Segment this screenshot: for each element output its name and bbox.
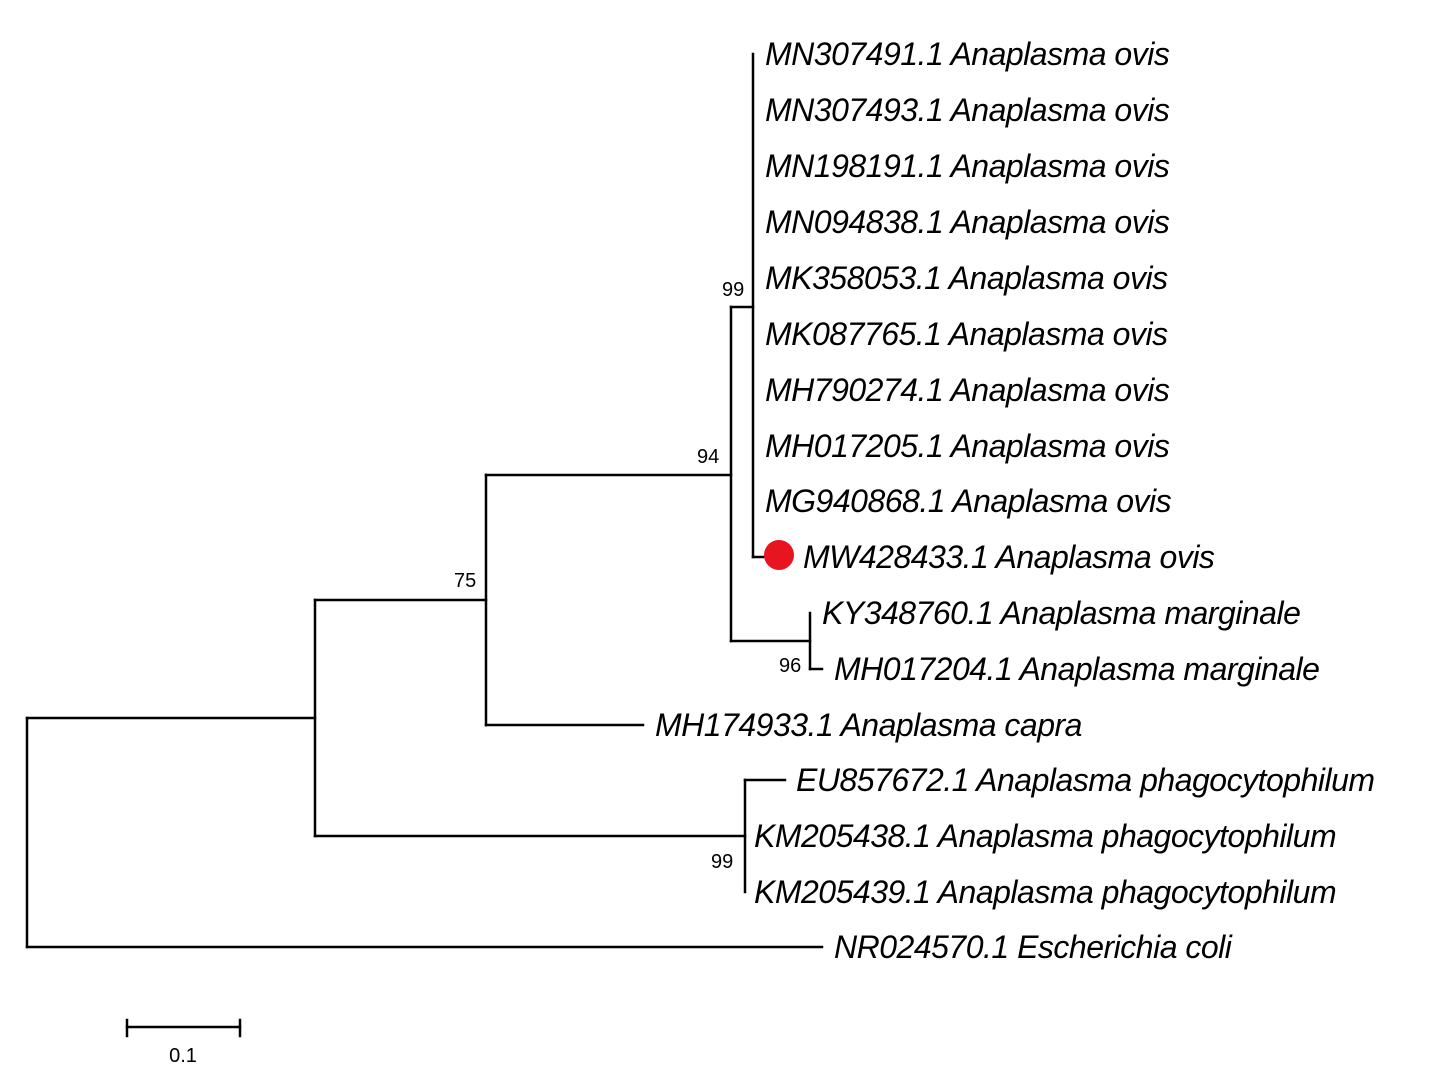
bootstrap-ovis-clade: 99 [722, 279, 744, 301]
bootstrap-ovis-marginale-clade: 94 [697, 446, 719, 468]
leaf-label-mn307493: MN307493.1 Anaplasma ovis [765, 92, 1170, 128]
leaf-label-ky348760: KY348760.1 Anaplasma marginale [822, 595, 1300, 631]
tree-branches [25, 52, 824, 949]
highlight-marker-icon [764, 540, 794, 570]
leaf-label-mh790274: MH790274.1 Anaplasma ovis [765, 372, 1170, 408]
leaf-label-mn307491: MN307491.1 Anaplasma ovis [765, 36, 1170, 72]
scale-bar: 0.1 [125, 1018, 242, 1067]
leaf-label-mh017204: MH017204.1 Anaplasma marginale [834, 651, 1319, 687]
leaf-label-mk087765: MK087765.1 Anaplasma ovis [765, 316, 1168, 352]
bootstrap-marginale-clade: 96 [779, 655, 801, 677]
bootstrap-ovis-marginale-capra-clade: 75 [454, 570, 476, 592]
leaf-label-mn198191: MN198191.1 Anaplasma ovis [765, 148, 1170, 184]
leaf-label-mn094838: MN094838.1 Anaplasma ovis [765, 204, 1170, 240]
leaf-label-km205438: KM205438.1 Anaplasma phagocytophilum [754, 818, 1336, 854]
bootstrap-phagocytophilum-clade: 99 [711, 851, 733, 873]
leaf-label-mh017205: MH017205.1 Anaplasma ovis [765, 428, 1170, 464]
leaf-label-mw428433: MW428433.1 Anaplasma ovis [803, 539, 1215, 575]
scale-bar-label: 0.1 [169, 1045, 197, 1067]
leaf-label-mh174933: MH174933.1 Anaplasma capra [655, 707, 1082, 743]
bootstrap-values: 99 94 75 96 99 [454, 279, 801, 873]
leaf-label-nr024570: NR024570.1 Escherichia coli [834, 929, 1233, 965]
leaf-label-mk358053: MK358053.1 Anaplasma ovis [765, 260, 1168, 296]
leaf-label-km205439: KM205439.1 Anaplasma phagocytophilum [754, 874, 1336, 910]
leaf-label-mg940868: MG940868.1 Anaplasma ovis [765, 483, 1172, 519]
leaf-labels: MN307491.1 Anaplasma ovis MN307493.1 Ana… [655, 36, 1375, 965]
leaf-label-eu857672: EU857672.1 Anaplasma phagocytophilum [796, 762, 1375, 798]
